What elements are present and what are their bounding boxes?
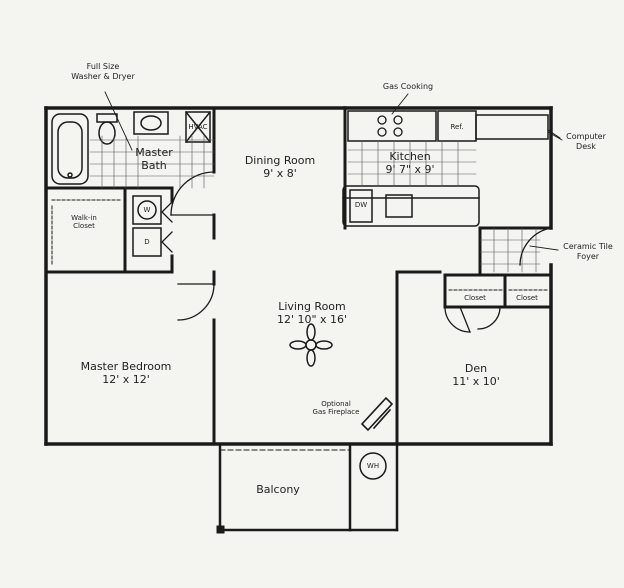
closet-a-label: Closet — [464, 294, 486, 302]
fireplace-callout-line1: Optional — [321, 400, 351, 408]
ceramic-foyer-callout-line1: Ceramic Tile — [563, 242, 613, 251]
master-bedroom-name: Master Bedroom — [80, 360, 172, 373]
door-swings — [161, 171, 501, 333]
fireplace-callout-line2: Gas Fireplace — [312, 408, 360, 417]
walkin-closet-line1: Walk-in — [71, 214, 97, 222]
dining-room-dim: 9' x 8' — [263, 167, 297, 181]
kitchen-name: Kitchen — [389, 150, 431, 163]
washer-dryer-callout-line2: Washer & Dryer — [71, 71, 135, 81]
kitchen-tile-floor — [347, 140, 477, 187]
washer-dryer — [132, 195, 162, 257]
gas-cooking-callout: Gas Cooking — [382, 82, 434, 91]
bathtub — [51, 113, 89, 185]
den-name: Den — [464, 362, 488, 375]
kitchen-counters — [342, 110, 480, 227]
dining-room-name: Dining Room — [244, 154, 316, 167]
ceramic-foyer-callout: Ceramic Tile Foyer — [563, 242, 613, 261]
balcony-label: Balcony — [256, 483, 300, 496]
den-dim: 11' x 10' — [452, 375, 500, 389]
water-heater — [359, 452, 387, 480]
computer-desk-callout-line2: Desk — [576, 141, 596, 151]
gas-fireplace — [360, 396, 394, 432]
fireplace-callout: Optional Gas Fireplace — [313, 400, 360, 417]
hvac-unit — [184, 110, 212, 144]
master-bedroom-label: Master Bedroom 12' x 12' — [81, 360, 172, 386]
dryer-label: D — [144, 238, 150, 246]
bath-sink — [133, 111, 169, 135]
kitchen-dim: 9' 7" x 9' — [385, 163, 435, 177]
living-room-label: Living Room 12' 10" x 16' — [277, 300, 347, 326]
master-bath-name2: Bath — [141, 159, 167, 173]
ceramic-foyer-callout-line2: Foyer — [576, 251, 600, 261]
living-room-dim: 12' 10" x 16' — [276, 313, 348, 327]
master-bath-name: Master — [135, 146, 173, 159]
hvac-label: HVAC — [188, 123, 208, 131]
kitchen-label: Kitchen 9' 7" x 9' — [385, 150, 434, 176]
dishwasher-label: DW — [354, 201, 368, 209]
callout-leaders — [104, 91, 563, 251]
foyer-tile-floor — [479, 227, 541, 273]
entry-door — [519, 227, 552, 266]
walkin-closet-line2: Closet — [73, 222, 95, 231]
refrigerator-label: Ref. — [450, 123, 464, 131]
computer-desk-callout-line1: Computer — [566, 132, 606, 141]
master-bedroom-dim: 12' x 12' — [102, 373, 150, 387]
dining-room-label: Dining Room 9' x 8' — [245, 154, 315, 180]
water-heater-label: WH — [366, 462, 380, 470]
balcony-walls — [218, 442, 399, 532]
bath-tile-floor — [89, 135, 215, 189]
washer-dryer-callout: Full Size Washer & Dryer — [71, 62, 134, 81]
master-bath-label: Master Bath — [135, 146, 173, 172]
closet-b-label: Closet — [516, 294, 538, 302]
walkin-closet-label: Walk-in Closet — [71, 214, 97, 231]
living-room-name: Living Room — [278, 300, 346, 313]
washer-dryer-callout-line1: Full Size — [86, 62, 120, 71]
ceiling-fan-icon — [289, 323, 333, 367]
den-label: Den 11' x 10' — [452, 362, 500, 388]
balcony-post — [216, 525, 225, 534]
computer-desk-callout: Computer Desk — [566, 132, 606, 151]
computer-desk — [475, 114, 561, 140]
stove-burners — [377, 115, 403, 137]
interior-walls — [44, 106, 553, 446]
washer-label: W — [143, 206, 151, 214]
outer-walls — [44, 106, 553, 446]
